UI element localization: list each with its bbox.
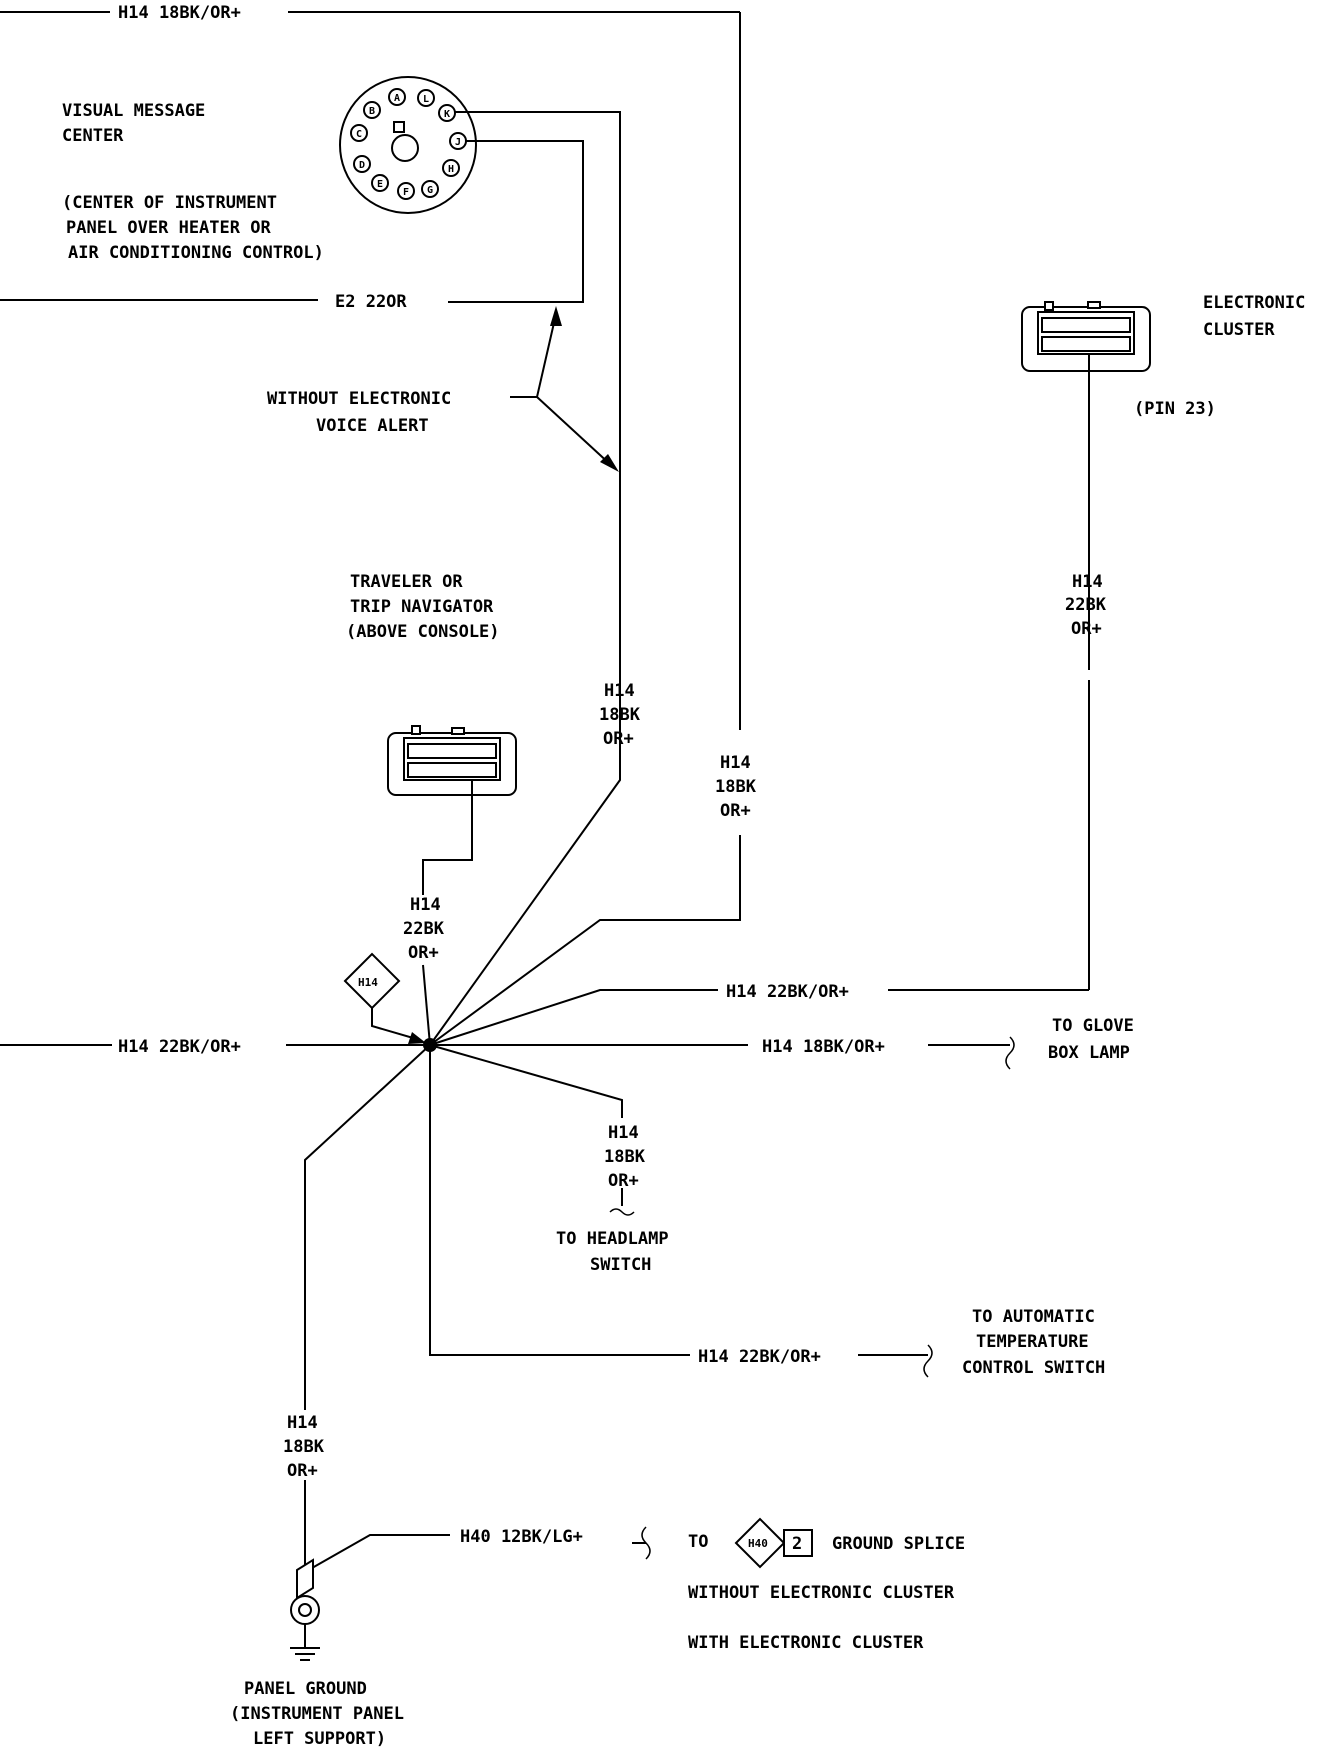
glovebox-label-1: TO GLOVE [1052, 1016, 1134, 1036]
wire-right-drop-1: H14 [720, 753, 751, 773]
wire-cluster-drop-3: OR+ [1071, 619, 1102, 639]
cluster-label-2: CLUSTER [1203, 320, 1275, 340]
wire-ground-3: OR+ [287, 1461, 318, 1481]
vmc-pin-label-D: D [359, 160, 365, 171]
vmc-title-2: CENTER [62, 126, 124, 146]
vmc-note-1: (CENTER OF INSTRUMENT [62, 193, 277, 213]
vmc-pin-label-C: C [356, 129, 362, 140]
voice-alert-callout: WITHOUT ELECTRONIC VOICE ALERT [267, 306, 619, 472]
panel-ground-label-2: (INSTRUMENT PANEL [230, 1704, 404, 1724]
vmc-pin-label-L: L [423, 94, 429, 105]
vmc-pin-D [353, 155, 371, 173]
traveler-label-3: (ABOVE CONSOLE) [346, 622, 500, 642]
wire-right-drop-2: 18BK [715, 777, 757, 797]
vmc-pin-H [442, 159, 460, 177]
wire-traveler-drop-2: 22BK [403, 919, 445, 939]
atc-label-1: TO AUTOMATIC [972, 1307, 1095, 1327]
vmc-note-3: AIR CONDITIONING CONTROL) [68, 243, 324, 263]
wire-atc-label: H14 22BK/OR+ [698, 1347, 821, 1367]
wire-cluster-drop-1: H14 [1072, 572, 1103, 592]
wire-traveler-drop-3: OR+ [408, 943, 439, 963]
vmc-pin-B [363, 101, 381, 119]
wire-headlamp-3: OR+ [608, 1171, 639, 1191]
atc-label-2: TEMPERATURE [976, 1332, 1089, 1352]
traveler-label-2: TRIP NAVIGATOR [350, 597, 494, 617]
wire-right-drop-3: OR+ [720, 801, 751, 821]
vmc-pin-E [371, 174, 389, 192]
headlamp-label-2: SWITCH [590, 1255, 651, 1275]
vmc-pin-label-F: F [403, 187, 409, 198]
atc-label-3: CONTROL SWITCH [962, 1358, 1105, 1378]
panel-ground: H40 12BK/LG+ [290, 1526, 651, 1661]
wire-ground-1: H14 [287, 1413, 318, 1433]
wire-headlamp-2: 18BK [604, 1147, 646, 1167]
wire-traveler-drop-1: H14 [410, 895, 441, 915]
headlamp-label-1: TO HEADLAMP [556, 1229, 669, 1249]
vmc-pin-label-J: J [455, 137, 461, 148]
wire-e2-label: E2 22OR [335, 292, 407, 312]
vmc-title-1: VISUAL MESSAGE [62, 101, 205, 121]
wire-left-in-label: H14 22BK/OR+ [118, 1037, 241, 1057]
wire-top: H14 18BK/OR+ [0, 3, 741, 730]
cluster-label-1: ELECTRONIC [1203, 293, 1305, 313]
without-cluster-label: WITHOUT ELECTRONIC CLUSTER [688, 1583, 955, 1603]
splice-node [423, 1038, 437, 1052]
vmc-pin-label-G: G [427, 185, 433, 196]
voice-alert-label-2: VOICE ALERT [316, 416, 429, 436]
traveler-label-1: TRAVELER OR [350, 572, 463, 592]
vmc-pin-label-A: A [394, 93, 400, 104]
wire-vmc-drop-3: OR+ [603, 729, 634, 749]
vmc-pin-L [417, 89, 435, 107]
splice-tag: H14 [343, 952, 426, 1044]
ground-splice-num: 2 [792, 1534, 802, 1554]
vmc-pin-label-H: H [448, 164, 454, 175]
wire-headlamp-1: H14 [608, 1123, 639, 1143]
cluster-pin-label: (PIN 23) [1134, 399, 1216, 419]
panel-ground-label-3: LEFT SUPPORT) [253, 1729, 386, 1749]
panel-ground-label-1: PANEL GROUND [244, 1679, 367, 1699]
traveler-connector [387, 725, 517, 895]
vmc-wires: E2 22OR [0, 111, 621, 755]
wire-to-cluster-label: H14 22BK/OR+ [726, 982, 849, 1002]
visual-message-center-connector: A L B K C J D H E G F [339, 76, 477, 214]
vmc-pin-G [421, 180, 439, 198]
vmc-pin-A [388, 88, 406, 106]
vmc-pin-F [397, 182, 415, 200]
vmc-pin-label-K: K [444, 109, 450, 120]
glovebox-label-2: BOX LAMP [1048, 1043, 1130, 1063]
splice-tag-label: H14 [358, 976, 378, 989]
ground-splice-label: GROUND SPLICE [832, 1534, 965, 1554]
vmc-pin-label-B: B [369, 106, 375, 117]
ground-splice-tag: H40 [748, 1537, 768, 1550]
with-cluster-label: WITH ELECTRONIC CLUSTER [688, 1633, 924, 1653]
vmc-note-2: PANEL OVER HEATER OR [66, 218, 271, 238]
ground-splice-reference: TO H40 2 GROUND SPLICE [688, 1517, 965, 1569]
voice-alert-label-1: WITHOUT ELECTRONIC [267, 389, 451, 409]
vmc-pin-label-E: E [377, 179, 383, 190]
electronic-cluster-connector [888, 301, 1151, 991]
wire-cluster-drop-2: 22BK [1065, 595, 1107, 615]
ground-splice-to: TO [688, 1532, 708, 1552]
wire-ground-2: 18BK [283, 1437, 325, 1457]
wire-h40-label: H40 12BK/LG+ [460, 1527, 583, 1547]
splice-wires [0, 755, 1015, 1572]
wire-vmc-drop-1: H14 [604, 681, 635, 701]
wire-vmc-drop-2: 18BK [599, 705, 641, 725]
vmc-pin-C [350, 124, 368, 142]
wire-top-label: H14 18BK/OR+ [118, 3, 241, 23]
wire-to-glovebox-label: H14 18BK/OR+ [762, 1037, 885, 1057]
